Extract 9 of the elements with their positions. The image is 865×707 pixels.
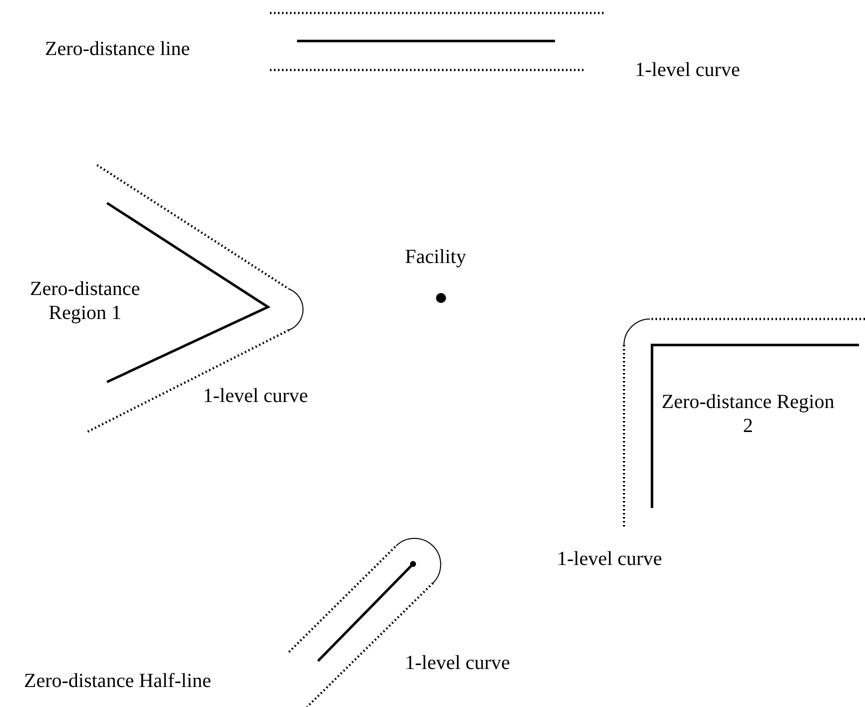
curve-label: 1-level curve [557,547,662,571]
curve-label: 1-level curve [635,58,740,82]
curve-label: 1-level curve [203,384,308,408]
region-label: Zero-distance Region 2 [660,390,836,438]
half-line-label: Zero-distance Half-line [24,669,212,693]
curve-label: 1-level curve [405,651,510,675]
facility-label: Facility [405,245,466,269]
region-label: Zero-distance Region 1 [29,277,141,325]
line-label: Zero-distance line [45,37,190,61]
